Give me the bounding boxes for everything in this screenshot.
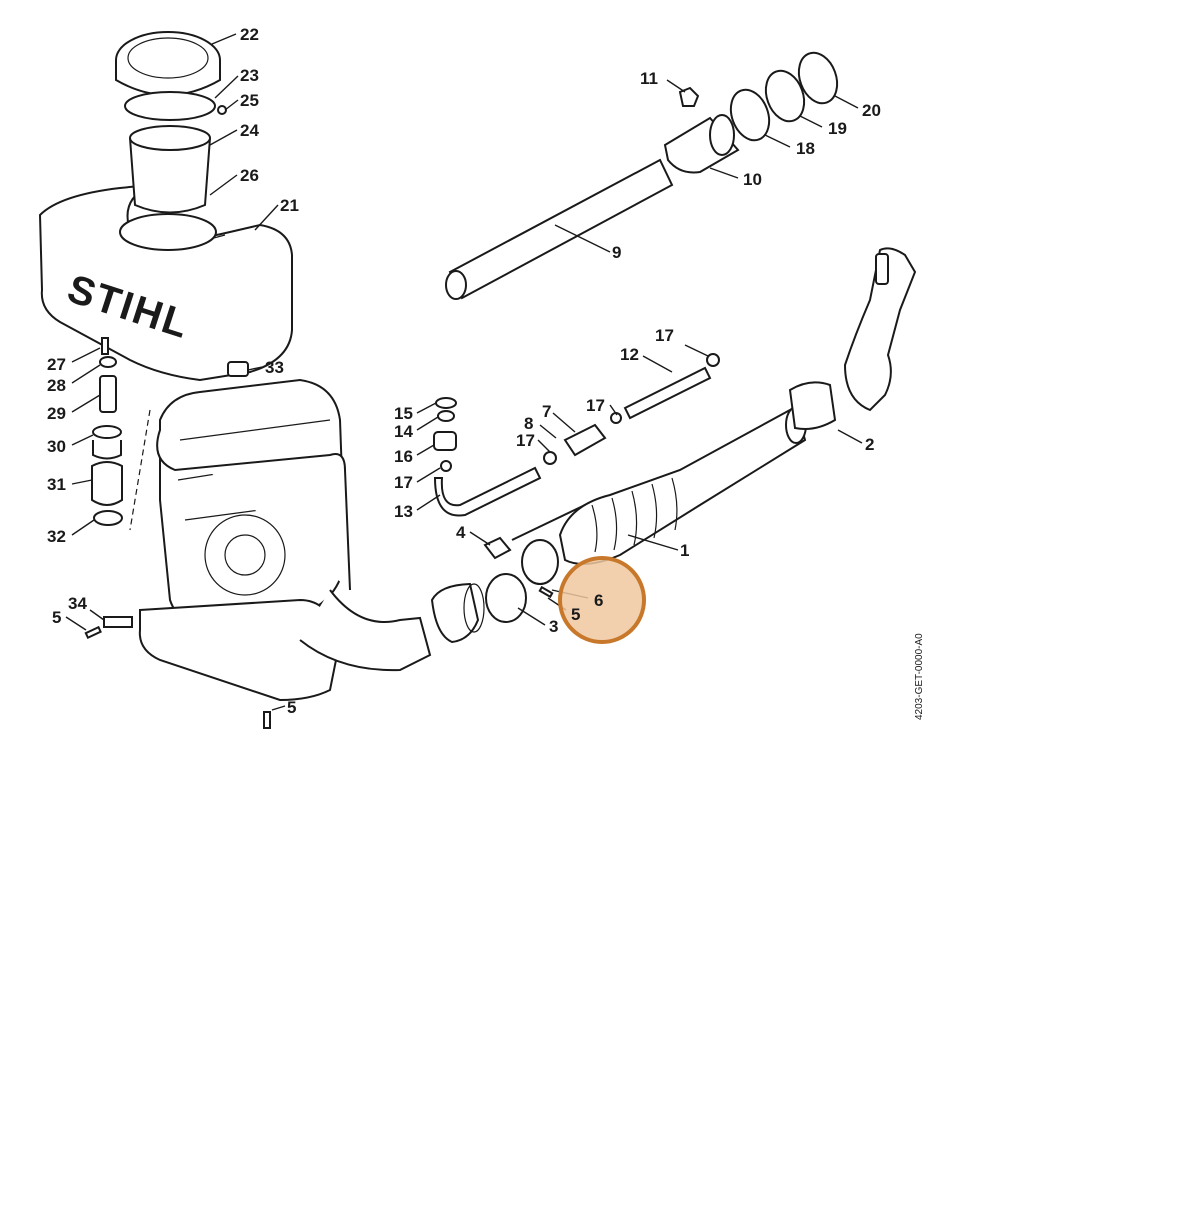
part-14: [437, 410, 455, 422]
highlight-circle: [558, 556, 646, 644]
nozzle-connector-part: [663, 114, 740, 174]
callout-33: 33: [265, 358, 284, 377]
callout-23: 23: [240, 66, 259, 85]
control-handle-part: [788, 247, 917, 430]
fuel-fittings-column: [91, 337, 123, 526]
fitting-17c-part: [543, 451, 557, 465]
callout-28: 28: [47, 376, 66, 395]
screen-20-part: [797, 51, 839, 105]
plate-34-part: [103, 616, 133, 628]
hose-13-part: [433, 466, 542, 517]
elbow-ring-part: [430, 582, 485, 644]
callout-6: 6: [594, 591, 603, 610]
rod-part: [511, 504, 586, 541]
callout-11: 11: [640, 69, 658, 88]
callout-12: 12: [620, 345, 639, 364]
callout-13: 13: [394, 502, 413, 521]
screw-5-left-part: [84, 625, 102, 640]
callout-4: 4: [456, 523, 466, 542]
fitting-17a-part: [706, 353, 720, 367]
callout-1: 1: [680, 541, 689, 560]
callout-27: 27: [47, 355, 66, 374]
callout-2: 2: [865, 435, 874, 454]
extension-pipe-part: [445, 158, 674, 300]
callout-16: 16: [394, 447, 413, 466]
fitting-17d-part: [440, 460, 452, 472]
strainer-part: [129, 125, 211, 214]
screen-18-part: [729, 88, 771, 142]
valve-part: [563, 423, 607, 457]
callout-9: 9: [612, 243, 621, 262]
screw-25-part: [217, 105, 227, 115]
callout-3: 3: [549, 617, 558, 636]
gasket-ring-part: [124, 91, 216, 121]
callout-8: 8: [524, 414, 533, 433]
clamp-part: [485, 573, 527, 623]
callout-15: 15: [394, 404, 413, 423]
screen-19-part: [764, 69, 806, 123]
callout-22: 22: [240, 25, 259, 44]
line-12-part: [623, 366, 712, 420]
callout-25: 25: [240, 91, 259, 110]
tank-part: STIHL: [38, 184, 293, 382]
callout-17-top: 17: [655, 326, 674, 345]
callout-5-left: 5: [52, 608, 61, 627]
drawing-code: 4203-GET-0000-A0: [914, 633, 925, 720]
callout-17-left: 17: [394, 473, 413, 492]
callout-5-right: 5: [571, 605, 580, 624]
callout-21: 21: [280, 196, 299, 215]
callout-30: 30: [47, 437, 66, 456]
screw-5-right-part: [538, 585, 554, 599]
filler-ring-part: [119, 213, 217, 251]
callout-29: 29: [47, 404, 66, 423]
callout-32: 32: [47, 527, 66, 546]
tank-cap-part: [115, 31, 221, 96]
callout-19: 19: [828, 119, 847, 138]
callout-20: 20: [862, 101, 881, 120]
blower-housing-part: [129, 361, 432, 702]
clamp-6-part: [521, 539, 559, 585]
callout-24: 24: [240, 121, 259, 140]
callout-7: 7: [542, 402, 551, 421]
callout-18: 18: [796, 139, 815, 158]
callout-17-mid: 17: [586, 396, 605, 415]
callout-14: 14: [394, 422, 413, 441]
callout-31: 31: [47, 475, 66, 494]
part-16: [433, 431, 457, 451]
leader-lines: [65, 33, 863, 711]
callout-26: 26: [240, 166, 259, 185]
callout-17-valve: 17: [516, 431, 535, 450]
callout-5-bottom: 5: [287, 698, 296, 717]
callout-10: 10: [743, 170, 762, 189]
part-15: [435, 397, 457, 409]
screw-5-bottom-part: [263, 711, 271, 729]
bracket-part: [483, 536, 512, 560]
callout-34: 34: [68, 594, 87, 613]
